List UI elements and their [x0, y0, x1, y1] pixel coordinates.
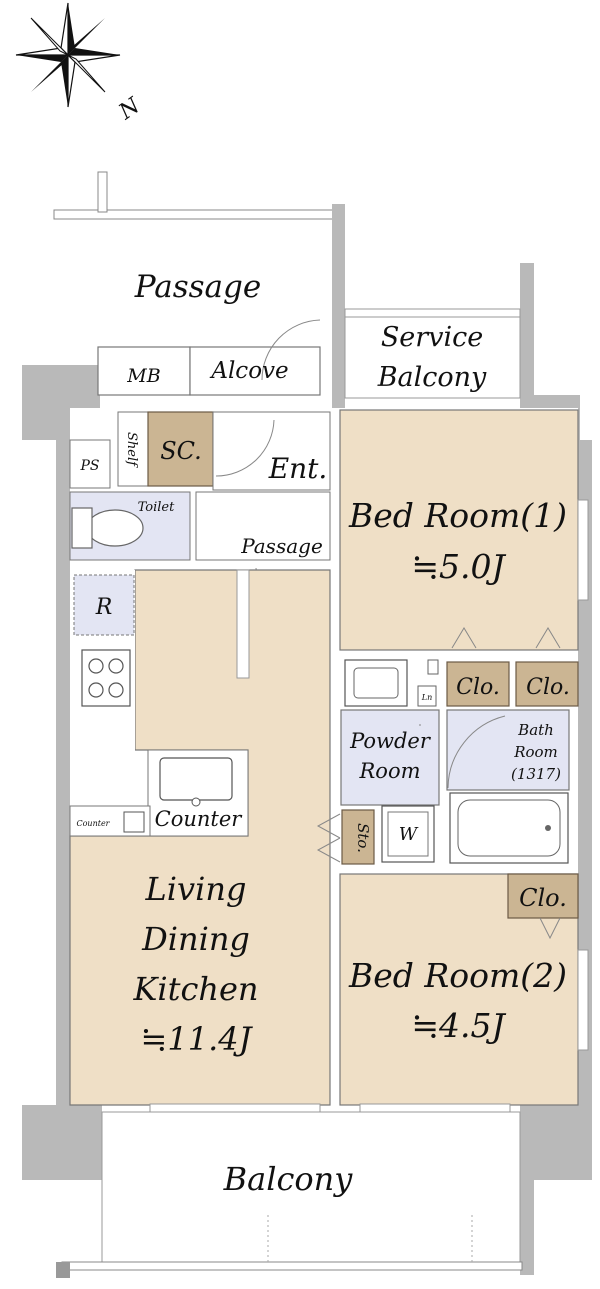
label-toilet: Toilet [138, 500, 175, 515]
compass-north-label: N [114, 93, 146, 126]
alcove-space [189, 346, 321, 396]
label-refrigerator: R [95, 595, 113, 620]
bedroom-1 [339, 409, 579, 651]
label-bath-line3: (1317) [511, 765, 561, 783]
label-storage: Sto. [354, 823, 372, 853]
label-ent: Ent. [268, 452, 328, 485]
refrigerator [73, 574, 135, 636]
closet-b [515, 661, 579, 707]
label-bath-line1: Bath [517, 721, 554, 739]
label-closet-c: Clo. [519, 884, 567, 912]
powder-room [340, 709, 440, 806]
label-counter-small: Counter [76, 819, 110, 828]
mb-space [97, 346, 191, 396]
label-counter: Counter [155, 807, 244, 831]
closet-a [446, 661, 510, 707]
label-closet-a: Clo. [456, 675, 500, 700]
label-bedroom1-size: ≒5.0J [411, 547, 506, 586]
label-powder-line1: Powder [349, 729, 432, 753]
label-ldk-line2: Dining [141, 920, 250, 958]
closet-c [507, 873, 579, 919]
label-balcony: Balcony [223, 1160, 354, 1198]
label-mb: MB [126, 365, 160, 387]
compass-rose-icon [15, 2, 121, 108]
label-closet-b: Clo. [526, 675, 570, 700]
label-passage-outer: Passage [134, 269, 261, 305]
shoe-closet [147, 411, 214, 487]
label-bath-line2: Room [513, 743, 558, 761]
label-alcove: Alcove [209, 358, 288, 384]
label-sc: SC. [160, 437, 202, 465]
label-passage-inner: Passage [240, 534, 323, 558]
label-ps: PS [79, 458, 99, 474]
label-bedroom2-size: ≒4.5J [411, 1006, 506, 1045]
label-powder-line2: Room [358, 759, 420, 783]
label-shelf: Shelf [124, 432, 139, 468]
balcony [101, 1111, 521, 1263]
label-ldk-size: ≒11.4J [141, 1020, 254, 1058]
entrance [212, 411, 331, 491]
label-bedroom1-name: Bed Room(1) [348, 496, 567, 535]
sink-icon [159, 757, 233, 801]
storage [341, 809, 375, 865]
label-service-line2: Balcony [377, 362, 487, 393]
label-washer: W [399, 824, 419, 845]
label-laundry-small: Ln [421, 693, 432, 702]
inner-passage [195, 491, 331, 561]
bath-room [446, 709, 570, 791]
label-service-line1: Service [381, 322, 483, 353]
label-ldk-line1: Living [145, 870, 247, 908]
label-ldk-line3: Kitchen [132, 970, 258, 1008]
stove-icon [81, 649, 131, 707]
label-bedroom2-name: Bed Room(2) [348, 956, 567, 995]
pipe-space [69, 439, 111, 489]
